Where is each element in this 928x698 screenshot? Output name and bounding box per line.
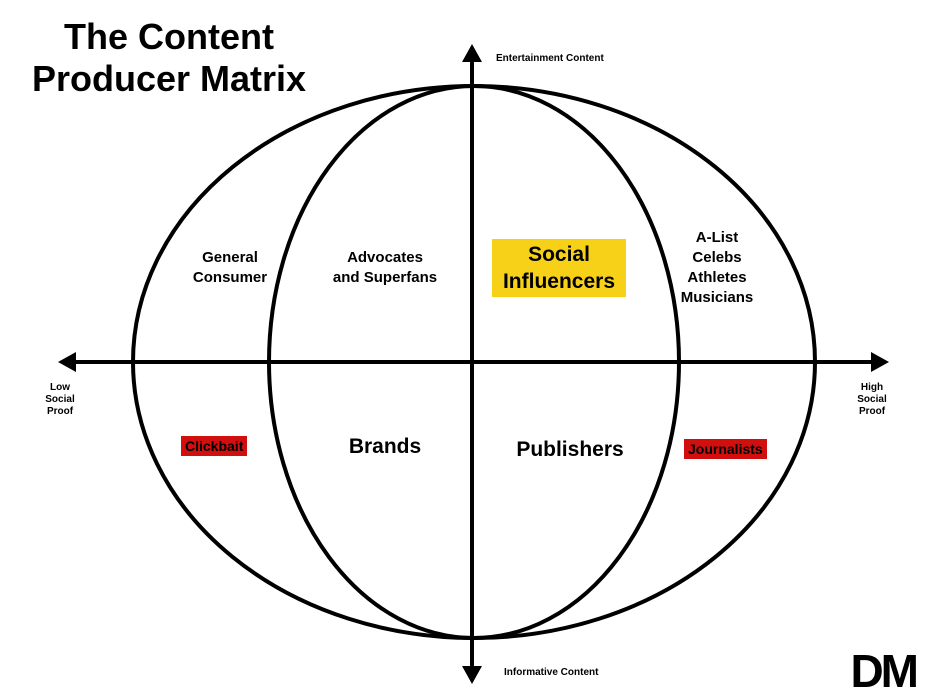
page-title: The Content Producer Matrix <box>14 16 324 100</box>
down-arrow-icon <box>462 666 482 684</box>
region-advocates-line-2: and Superfans <box>332 269 438 286</box>
region-clickbait: Clickbait <box>181 436 248 456</box>
region-journalists: Journalists <box>684 439 767 459</box>
axis-label-right-line-3: Proof <box>858 406 886 417</box>
region-a-list-line-2: Celebs <box>692 249 742 266</box>
region-a-list-line-1: A-List <box>695 229 739 246</box>
axis-label-right-line-2: Social <box>857 394 887 405</box>
axis-label-left: Low Social Proof <box>38 382 82 418</box>
region-advocates-line-1: Advocates <box>347 249 423 266</box>
right-arrow-icon <box>871 352 889 372</box>
region-publishers: Publishers <box>516 438 624 461</box>
region-general-consumer-line-2: Consumer <box>192 269 268 286</box>
axis-label-right-line-1: High <box>860 382 884 393</box>
region-social-influencers-line-1: Social <box>528 243 590 266</box>
region-social-influencers: Social Influencers <box>492 239 626 297</box>
axis-label-right: High Social Proof <box>850 382 894 418</box>
axis-label-left-line-2: Social <box>45 394 75 405</box>
axis-label-top: Entertainment Content <box>496 53 604 64</box>
up-arrow-icon <box>462 44 482 62</box>
region-a-list-line-3: Athletes <box>687 269 747 286</box>
title-line-2: Producer Matrix <box>31 58 307 99</box>
dm-logo: DM <box>850 645 919 697</box>
region-general-consumer-line-1: General <box>202 249 258 266</box>
left-arrow-icon <box>58 352 76 372</box>
region-general-consumer: General Consumer <box>178 248 282 288</box>
axis-label-bottom: Informative Content <box>504 667 599 678</box>
region-brands: Brands <box>348 435 422 458</box>
region-social-influencers-line-2: Influencers <box>502 270 616 293</box>
region-advocates: Advocates and Superfans <box>318 248 452 288</box>
axis-label-left-line-1: Low <box>50 382 70 393</box>
region-a-list: A-List Celebs Athletes Musicians <box>668 228 766 308</box>
axis-label-left-line-3: Proof <box>46 406 74 417</box>
title-line-1: The Content <box>64 16 274 57</box>
region-a-list-line-4: Musicians <box>680 289 754 306</box>
